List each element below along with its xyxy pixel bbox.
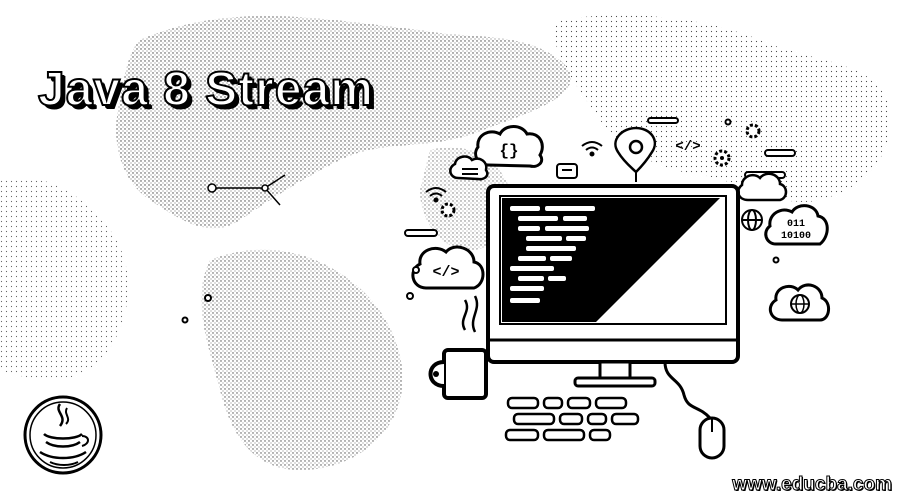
network-node-icon bbox=[207, 174, 286, 206]
keyboard-icon bbox=[504, 396, 640, 442]
wifi-icon-top bbox=[581, 141, 603, 157]
svg-text:011: 011 bbox=[787, 219, 805, 230]
gear-icon-small bbox=[745, 123, 761, 139]
wifi-icon bbox=[425, 187, 447, 203]
location-pin-icon bbox=[614, 126, 657, 182]
binary-cloud-icon: 011 10100 bbox=[764, 204, 829, 246]
coffee-mug-icon bbox=[428, 295, 488, 400]
globe-cloud-icon bbox=[768, 283, 830, 322]
java-logo-icon bbox=[23, 395, 103, 475]
world-map-background bbox=[0, 15, 891, 470]
cloud-braces-icon: {} bbox=[474, 125, 544, 168]
gear-icon-left bbox=[440, 202, 456, 218]
decorative-dots bbox=[181, 118, 780, 324]
svg-text:</>: </> bbox=[432, 264, 459, 281]
svg-text:10100: 10100 bbox=[781, 231, 811, 242]
site-url: www.educba.com bbox=[732, 474, 893, 496]
database-icon bbox=[556, 163, 578, 179]
svg-text:</>: </> bbox=[675, 139, 700, 155]
braces-text: {} bbox=[499, 142, 518, 160]
page-title: Java 8 Stream bbox=[37, 62, 374, 117]
monitor-icon bbox=[486, 184, 740, 388]
code-tag-cloud-icon: </> bbox=[411, 245, 485, 290]
code-tag-top-icon: </> bbox=[675, 139, 700, 155]
cloud-icon bbox=[736, 172, 788, 202]
mouse-icon bbox=[663, 361, 726, 460]
cloud-lines-icon bbox=[449, 155, 489, 181]
globe-icon bbox=[741, 209, 763, 231]
gear-icon bbox=[713, 149, 731, 167]
